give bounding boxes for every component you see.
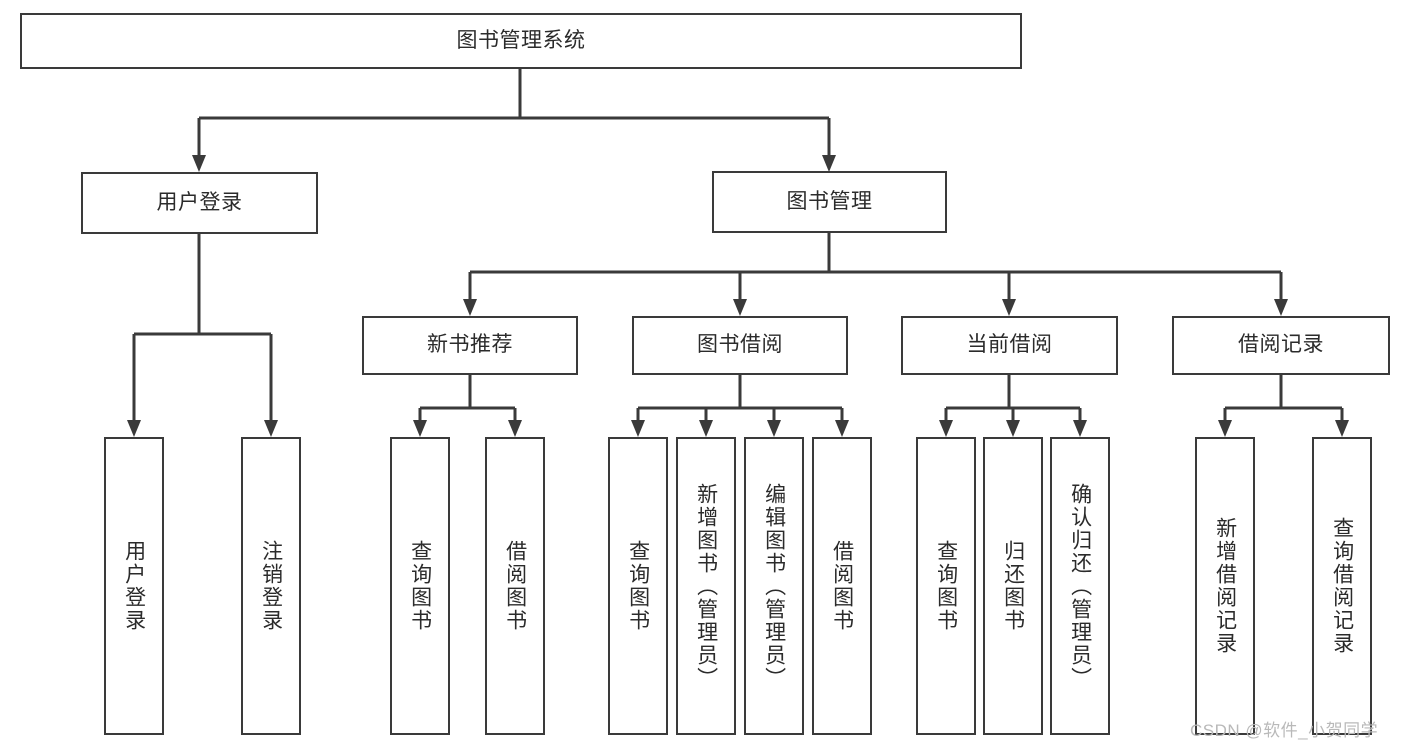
leaf-node-3: 借阅图书 <box>485 437 545 735</box>
node-label: 图书借阅 <box>697 333 783 357</box>
node-label: 查询借阅记录 <box>1330 517 1354 655</box>
leaf-node-1: 注销登录 <box>241 437 301 735</box>
leaf-node-7: 借阅图书 <box>812 437 872 735</box>
node-label: 归还图书 <box>1001 540 1025 632</box>
leaf-node-11: 新增借阅记录 <box>1195 437 1255 735</box>
node-label: 注销登录 <box>259 540 283 632</box>
node-label: 当前借阅 <box>966 333 1053 357</box>
level3-node-2: 当前借阅 <box>901 316 1118 375</box>
node-label: 新书推荐 <box>427 333 513 357</box>
node-label: 图书管理系统 <box>456 28 586 52</box>
node-label: 用户登录 <box>156 190 243 214</box>
level2-node-0: 用户登录 <box>81 172 318 234</box>
node-label: 新增借阅记录 <box>1213 517 1237 655</box>
leaf-node-12: 查询借阅记录 <box>1312 437 1372 735</box>
leaf-node-9: 归还图书 <box>983 437 1043 735</box>
node-label: 用户登录 <box>122 540 146 632</box>
node-label: 借阅图书 <box>503 540 527 632</box>
level3-node-3: 借阅记录 <box>1172 316 1390 375</box>
node-label: 编辑图书（管理员） <box>762 482 786 690</box>
node-label: 查询图书 <box>408 540 432 632</box>
node-label: 确认归还（管理员） <box>1068 482 1092 690</box>
node-label: 图书管理 <box>786 189 873 213</box>
leaf-node-6: 编辑图书（管理员） <box>744 437 804 735</box>
level3-node-1: 图书借阅 <box>632 316 848 375</box>
leaf-node-10: 确认归还（管理员） <box>1050 437 1110 735</box>
level2-node-1: 图书管理 <box>712 171 947 233</box>
node-label: 查询图书 <box>626 540 650 632</box>
leaf-node-8: 查询图书 <box>916 437 976 735</box>
leaf-node-4: 查询图书 <box>608 437 668 735</box>
leaf-node-5: 新增图书（管理员） <box>676 437 736 735</box>
node-label: 查询图书 <box>934 540 958 632</box>
root-node-0: 图书管理系统 <box>20 13 1022 69</box>
node-label: 借阅图书 <box>830 540 854 632</box>
node-label: 借阅记录 <box>1238 333 1324 357</box>
leaf-node-2: 查询图书 <box>390 437 450 735</box>
watermark: CSDN @软件_小贺同学 <box>1190 721 1379 740</box>
node-label: 新增图书（管理员） <box>694 482 718 690</box>
leaf-node-0: 用户登录 <box>104 437 164 735</box>
level3-node-0: 新书推荐 <box>362 316 578 375</box>
